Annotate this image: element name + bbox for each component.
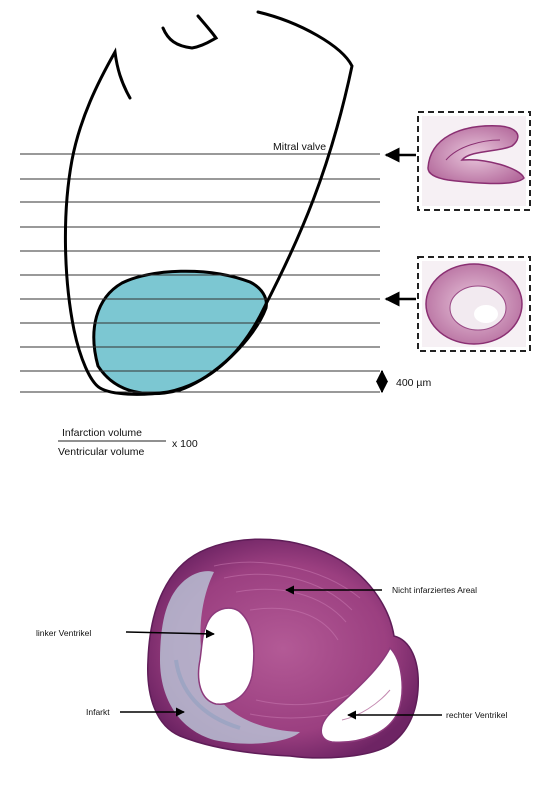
- infarct-volume-formula: Infarction volume Ventricular volume x 1…: [58, 427, 198, 458]
- formula-multiplier: x 100: [172, 438, 198, 450]
- label-right-ventricle: rechter Ventrikel: [446, 710, 508, 720]
- section-thumbnail-valve: [418, 112, 530, 210]
- section-thumbnail-infarct: [418, 257, 530, 351]
- mitral-valve-label: Mitral valve: [273, 141, 326, 153]
- histology-section: Nicht infarziertes Areal linker Ventrike…: [36, 539, 508, 758]
- atrium-outline: [163, 16, 216, 48]
- label-infarct: Infarkt: [86, 707, 110, 717]
- formula-denominator: Ventricular volume: [58, 446, 145, 458]
- label-left-ventricle: linker Ventrikel: [36, 628, 91, 638]
- spacing-label: 400 µm: [396, 377, 431, 389]
- left-ventricle-lumen: [199, 608, 254, 704]
- heart-schematic: Mitral valve 400 µm: [20, 12, 431, 394]
- formula-numerator: Infarction volume: [62, 427, 142, 439]
- infarct-region: [94, 271, 267, 393]
- label-non-infarcted-area: Nicht infarziertes Areal: [392, 585, 477, 595]
